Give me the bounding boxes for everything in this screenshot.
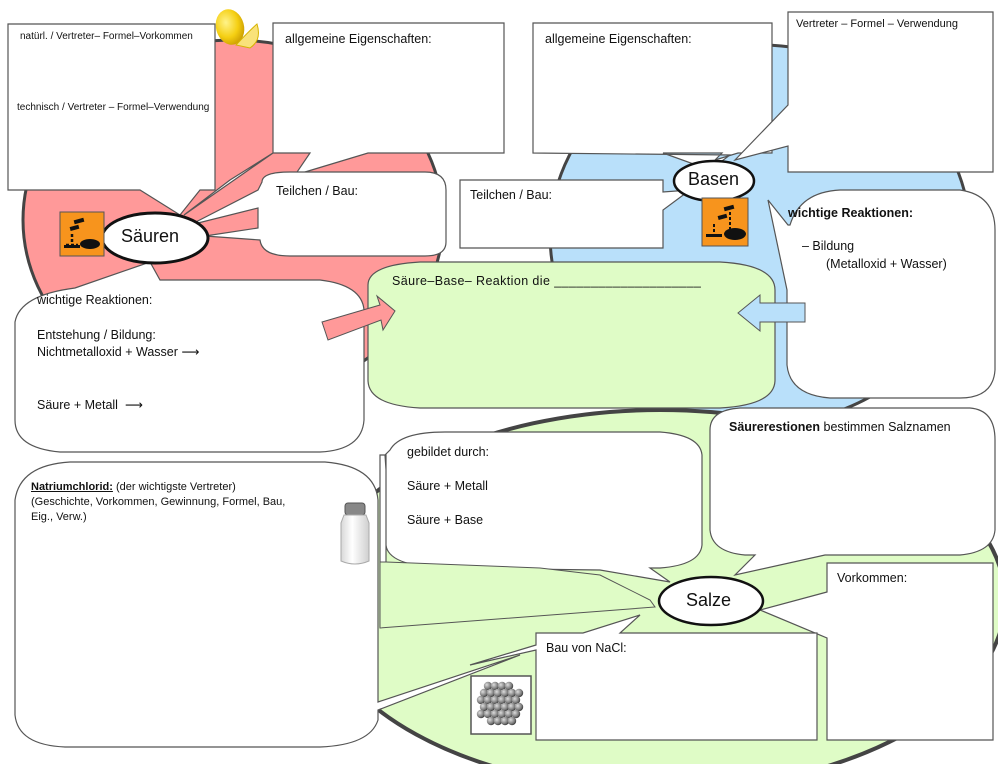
bases-particles-box bbox=[459, 179, 693, 249]
crystal-sphere bbox=[486, 702, 496, 712]
acids-reactions-title: wichtige Reaktionen: bbox=[37, 293, 153, 307]
acids-corrosive-icon bbox=[59, 211, 105, 257]
salts-formed-by-line1: Säure + Metall bbox=[407, 479, 488, 493]
crystal-sphere bbox=[490, 681, 500, 691]
bases-particles-label: Teilchen / Bau: bbox=[470, 188, 552, 202]
nacl-crystal-icon bbox=[470, 675, 532, 735]
crystal-sphere bbox=[497, 695, 507, 705]
crystal-sphere bbox=[493, 702, 503, 712]
crystal-sphere bbox=[507, 702, 517, 712]
acids-natural-representatives: natürl. / Vertreter– Formel–Vorkommen bbox=[20, 31, 193, 42]
salt-shaker-icon bbox=[340, 502, 370, 565]
bases-reactions-line2: (Metalloxid + Wasser) bbox=[826, 257, 947, 271]
acids-technical-representatives: technisch / Vertreter – Formel–Verwendun… bbox=[17, 102, 210, 113]
crystal-sphere bbox=[500, 688, 510, 698]
acids-particles-box bbox=[189, 171, 447, 257]
neutralization-box bbox=[367, 261, 776, 409]
acids-reactions-line1: Entstehung / Bildung: bbox=[37, 328, 156, 342]
sodium-chloride-box bbox=[14, 461, 521, 748]
crystal-sphere bbox=[476, 709, 486, 719]
salts-formed-by-tail bbox=[379, 561, 656, 629]
bases-reactions-line1: – Bildung bbox=[802, 239, 855, 253]
salts-formed-by-line2: Säure + Base bbox=[407, 513, 484, 527]
crystal-sphere bbox=[514, 688, 524, 698]
crystal-sphere bbox=[497, 709, 507, 719]
crystal-sphere bbox=[479, 702, 489, 712]
crystal-sphere bbox=[493, 688, 503, 698]
acids-reactions-line3: Säure + Metall ⟶ bbox=[37, 398, 143, 412]
acids-properties-box bbox=[183, 22, 505, 216]
crystal-sphere bbox=[511, 695, 521, 705]
bases-corrosive-icon bbox=[701, 197, 749, 247]
crystal-sphere bbox=[483, 695, 493, 705]
arrow-right-icon: ⟶ bbox=[181, 345, 200, 359]
crystal-sphere bbox=[507, 716, 517, 726]
crystal-sphere bbox=[483, 681, 493, 691]
crystal-sphere bbox=[514, 702, 524, 712]
salts-node-label: Salze bbox=[686, 590, 732, 610]
occurrence-label: Vorkommen: bbox=[837, 571, 908, 585]
bases-properties-label: allgemeine Eigenschaften: bbox=[545, 32, 692, 46]
lemon-icon bbox=[215, 9, 259, 49]
nacl-structure-label: Bau von NaCl: bbox=[546, 641, 627, 655]
crystal-sphere bbox=[493, 716, 503, 726]
crystal-sphere bbox=[507, 688, 517, 698]
acids-reactions-line2: Nichtmetalloxid + Wasser ⟶ bbox=[37, 345, 200, 359]
sodium-chloride-text: Natriumchlorid: (der wichtigste Vertrete… bbox=[31, 481, 286, 523]
crystal-sphere bbox=[500, 716, 510, 726]
crystal-sphere bbox=[511, 709, 521, 719]
bases-properties-box bbox=[532, 22, 773, 171]
crystal-sphere bbox=[483, 709, 493, 719]
occurrence-box bbox=[758, 562, 994, 741]
neutralization-blank[interactable]: ____________________ bbox=[554, 274, 702, 288]
neutralization-text: Säure–Base– Reaktion die _______________… bbox=[392, 274, 702, 288]
salts-formed-by-title: gebildet durch: bbox=[407, 445, 490, 459]
crystal-sphere bbox=[504, 681, 514, 691]
nacl-structure-box bbox=[469, 614, 818, 741]
bases-node-label: Basen bbox=[688, 169, 740, 189]
salts-node bbox=[657, 575, 765, 627]
bases-reactions-title: wichtige Reaktionen: bbox=[788, 206, 914, 220]
crystal-sphere bbox=[504, 709, 514, 719]
bases-representatives-box bbox=[733, 11, 994, 173]
acids-node-label: Säuren bbox=[121, 226, 180, 246]
crystal-sphere bbox=[479, 688, 489, 698]
crystal-sphere bbox=[476, 695, 486, 705]
base-to-neutralization-arrow bbox=[737, 293, 806, 333]
crystal-sphere bbox=[497, 681, 507, 691]
crystal-sphere bbox=[504, 695, 514, 705]
crystal-sphere bbox=[490, 695, 500, 705]
crystal-sphere bbox=[486, 716, 496, 726]
acids-properties-label: allgemeine Eigenschaften: bbox=[285, 32, 432, 46]
acids-particles-label: Teilchen / Bau: bbox=[276, 184, 358, 198]
acid-to-neutralization-arrow bbox=[321, 294, 396, 341]
acid-residues-label: Säurerestionen bestimmen Salznamen bbox=[729, 420, 951, 434]
bases-representatives-label: Vertreter – Formel – Verwendung bbox=[796, 18, 959, 30]
acids-representatives-box bbox=[7, 23, 216, 216]
crystal-sphere bbox=[486, 688, 496, 698]
crystal-sphere bbox=[490, 709, 500, 719]
acid-residues-box bbox=[709, 407, 996, 577]
arrow-right-icon: ⟶ bbox=[124, 398, 143, 412]
crystal-sphere bbox=[500, 702, 510, 712]
acids-reactions-box bbox=[14, 261, 365, 453]
bases-reactions-box bbox=[767, 189, 996, 399]
